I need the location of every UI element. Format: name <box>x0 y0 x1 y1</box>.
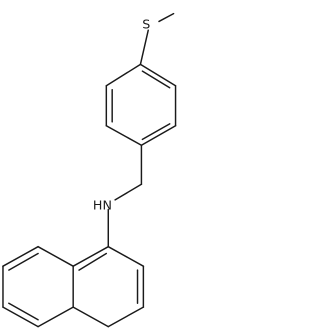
bonds <box>2 12 177 328</box>
bond-naph-l-double-1 <box>8 252 39 271</box>
bond-ring1-f <box>105 63 142 87</box>
bond-ring1-double-2 <box>141 123 171 141</box>
bond-naph-l1 <box>37 245 74 267</box>
bond-ring1-c <box>140 125 177 147</box>
bond-ch2-n <box>114 183 143 201</box>
bond-naph-l4 <box>2 306 39 328</box>
bond-naph-r3 <box>107 306 145 328</box>
bond-naph-r-double-2 <box>78 252 108 271</box>
atom-label-sulfur: S <box>142 16 150 31</box>
molecule-structure-diagram: S HN <box>2 12 177 328</box>
bond-s-ring <box>139 29 149 66</box>
bond-methyl-s <box>158 12 175 23</box>
atom-label-amine: HN <box>93 198 112 213</box>
bond-naph-l2 <box>2 245 39 267</box>
bond-ring1-d <box>105 125 143 147</box>
bond-naph-l-double-2 <box>8 302 39 321</box>
bond-naph-r1 <box>107 245 145 267</box>
bond-naph-r6 <box>72 245 110 267</box>
bond-ring1-a <box>139 63 177 87</box>
bond-naph-l5 <box>37 306 74 328</box>
bond-naph-r4 <box>72 306 110 328</box>
bond-ring1-double-1 <box>141 70 171 89</box>
